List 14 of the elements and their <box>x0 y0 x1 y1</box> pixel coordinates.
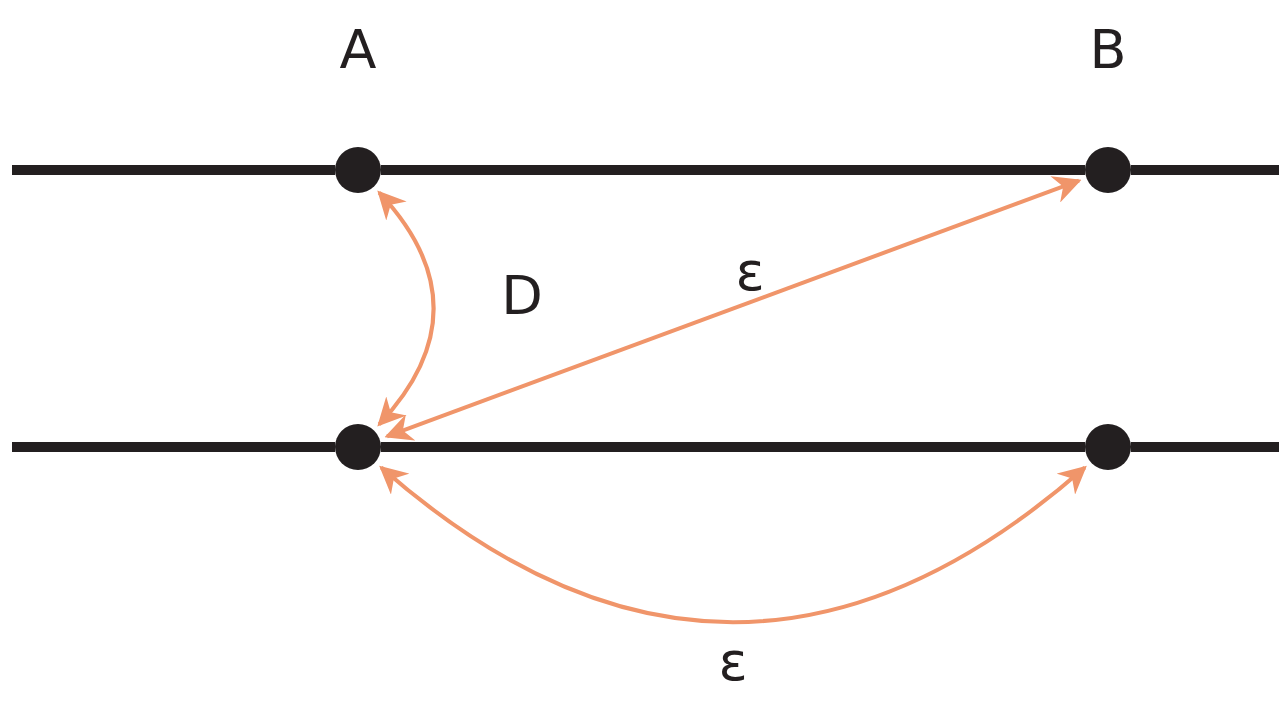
point-label: A <box>339 23 377 77</box>
line <box>381 442 1085 452</box>
edge-label: D <box>501 269 543 323</box>
point-dot <box>1085 424 1131 470</box>
edge-label: ε <box>735 245 765 299</box>
double-headed-arrow <box>379 465 1087 624</box>
point-label: B <box>1089 23 1127 77</box>
point-dot <box>1085 147 1131 193</box>
point-dot <box>335 147 381 193</box>
point-dot <box>335 424 381 470</box>
double-headed-arrow <box>377 190 436 427</box>
line <box>381 165 1085 175</box>
edge-label: ε <box>718 635 748 689</box>
double-headed-arrow <box>384 176 1082 441</box>
